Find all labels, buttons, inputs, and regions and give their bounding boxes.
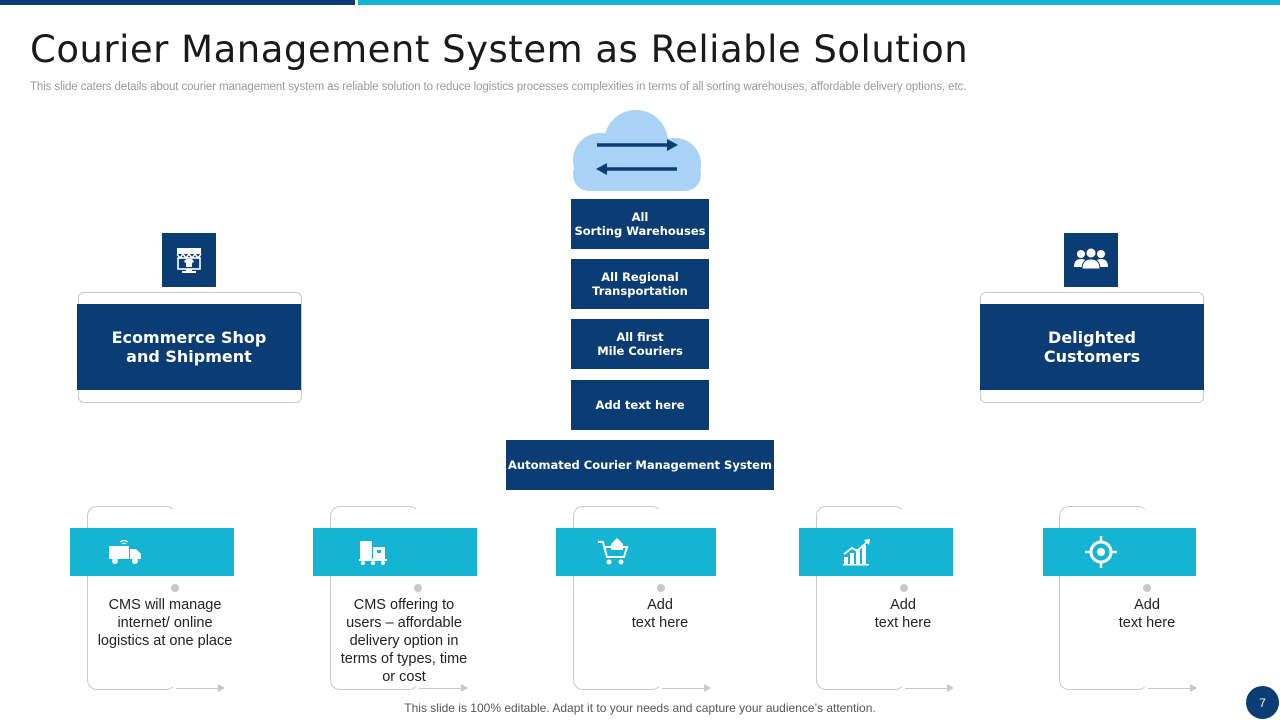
slide-title: Courier Management System as Reliable So… (30, 28, 969, 71)
bottom-item-5-text: Add text here (1118, 597, 1176, 631)
bottom-item-1-text: CMS will manage internet/ online logisti… (97, 597, 233, 649)
stack-regional-transportation: All Regional Transportation (571, 259, 709, 309)
bottom-item-5-outline (1059, 506, 1148, 690)
growth-chart-icon (838, 534, 876, 570)
bottom-item-4-bar (799, 528, 953, 576)
bottom-item-1-dot (171, 584, 179, 592)
target-icon (1082, 534, 1120, 570)
bottom-item-3-outline (573, 506, 662, 690)
online-shop-icon (162, 233, 216, 287)
bottom-item-4-arrow (947, 684, 954, 692)
bottom-item-2-dot (414, 584, 422, 592)
bottom-item-1-arrow-line (176, 688, 218, 689)
top-accent-bar-dark (0, 0, 355, 5)
bottom-item-4-arrow-line (905, 688, 947, 689)
delivery-truck-icon (106, 534, 144, 570)
bottom-item-5-arrow (1190, 684, 1197, 692)
bottom-item-1-outline (87, 506, 176, 690)
bottom-item-2-arrow-line (419, 688, 461, 689)
bottom-item-1-bar (70, 528, 234, 576)
bottom-item-3-arrow-line (662, 688, 704, 689)
stack-sorting-warehouses: All Sorting Warehouses (571, 199, 709, 249)
bottom-item-4-text: Add text here (874, 597, 932, 631)
bottom-item-4-dot (900, 584, 908, 592)
bottom-item-2-text: CMS offering to users – affordable deliv… (340, 597, 468, 685)
delighted-customers-card: Delighted Customers (980, 304, 1204, 390)
top-accent-bar-light (358, 0, 1280, 5)
bottom-item-2-arrow (461, 684, 468, 692)
bottom-item-3-text: Add text here (631, 597, 689, 631)
bottom-item-3-bar (556, 528, 716, 576)
shopping-cart-icon (595, 534, 633, 570)
bottom-item-5-dot (1143, 584, 1151, 592)
bottom-item-3-dot (657, 584, 665, 592)
bottom-item-4-outline (816, 506, 905, 690)
bottom-item-5-arrow-line (1148, 688, 1190, 689)
ecommerce-shop-card: Ecommerce Shop and Shipment (77, 304, 301, 390)
stack-first-mile-couriers: All first Mile Couriers (571, 319, 709, 369)
customers-group-icon (1064, 233, 1118, 287)
bottom-item-1-arrow (218, 684, 225, 692)
bottom-item-2-outline (330, 506, 419, 690)
parcel-delivery-icon (354, 534, 392, 570)
slide-subtitle: This slide caters details about courier … (30, 81, 967, 93)
stack-add-text: Add text here (571, 380, 709, 430)
cloud-exchange-icon (570, 108, 704, 194)
automated-cms-box: Automated Courier Management System (506, 440, 774, 490)
bottom-item-3-arrow (704, 684, 711, 692)
page-number-badge: 7 (1246, 686, 1279, 719)
bottom-item-2-bar (313, 528, 477, 576)
bottom-item-5-bar (1043, 528, 1196, 576)
slide-footer-note: This slide is 100% editable. Adapt it to… (404, 701, 876, 715)
